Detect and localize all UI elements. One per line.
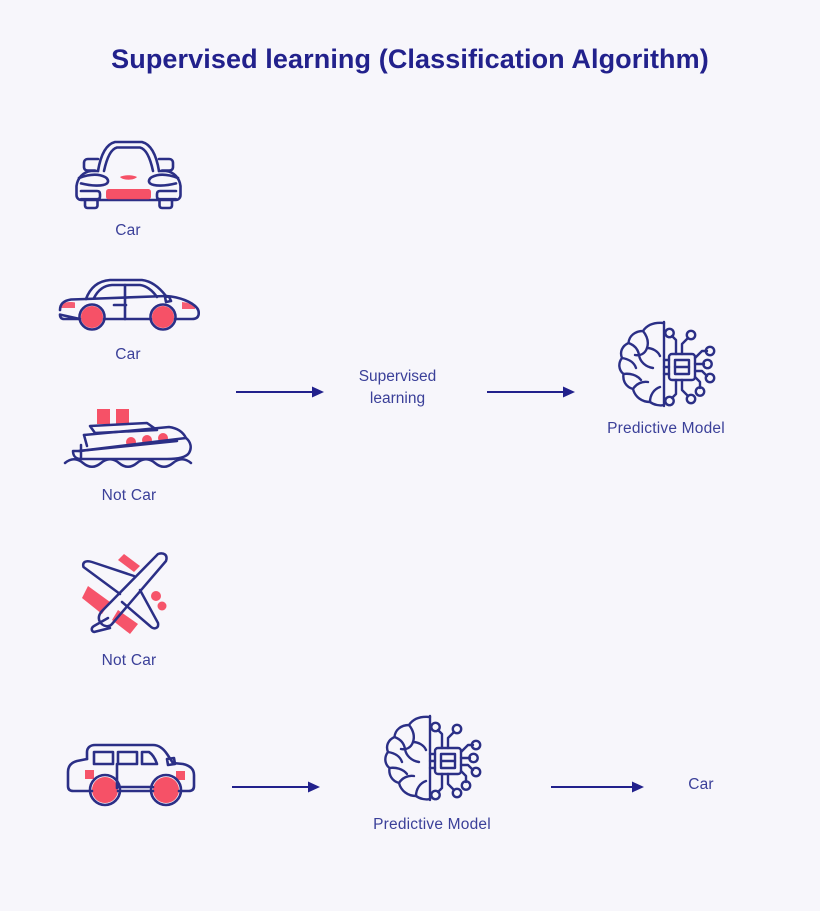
prediction-input xyxy=(56,730,206,812)
prediction-arrow-1 xyxy=(232,780,322,799)
prediction-predictive-model-label: Predictive Model xyxy=(373,816,491,833)
supervised-learning-stage-label: Supervised learning xyxy=(330,366,465,411)
training-predictive-model: Predictive Model xyxy=(570,318,762,438)
stage-label-line-2: learning xyxy=(369,390,426,408)
ai-brain-icon xyxy=(570,318,762,410)
training-example-3-label: Not Car xyxy=(101,487,157,504)
page-title: Supervised learning (Classification Algo… xyxy=(111,44,709,74)
training-example-1: Car xyxy=(62,132,194,240)
arrow-right-icon xyxy=(551,781,644,793)
training-example-4: Not Car xyxy=(56,540,202,670)
prediction-arrow-2 xyxy=(551,780,646,799)
training-arrow-1 xyxy=(236,385,326,404)
arrow-right-icon xyxy=(487,386,575,398)
arrow-right-icon xyxy=(236,386,324,398)
stage-label-line-1: Supervised xyxy=(358,368,437,385)
training-example-3: Not Car xyxy=(56,405,202,505)
suv-side-icon xyxy=(56,730,206,812)
training-example-2-label: Car xyxy=(115,346,141,363)
cruise-ship-icon xyxy=(56,405,202,473)
ai-brain-icon xyxy=(336,710,528,806)
training-arrow-2 xyxy=(487,385,577,404)
arrow-right-icon xyxy=(232,781,320,793)
training-example-1-label: Car xyxy=(115,222,141,239)
training-predictive-model-label: Predictive Model xyxy=(607,420,725,437)
car-sedan-side-icon xyxy=(56,272,200,334)
prediction-output-label: Car xyxy=(688,776,714,793)
car-front-icon xyxy=(62,132,194,212)
prediction-predictive-model: Predictive Model xyxy=(336,710,528,834)
airplane-icon xyxy=(56,540,202,640)
training-example-2: Car xyxy=(56,272,200,364)
training-example-4-label: Not Car xyxy=(101,652,157,669)
